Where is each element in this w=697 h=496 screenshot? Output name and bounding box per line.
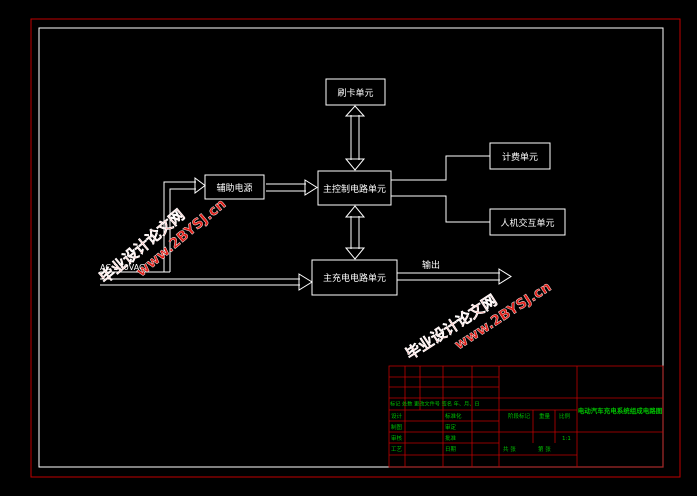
hmi-unit-label: 人机交互单元 (500, 217, 554, 229)
billing-unit-block: 计费单元 (489, 142, 551, 170)
billing-unit-label: 计费单元 (502, 151, 538, 163)
ac-input-lines (100, 177, 313, 291)
role-review: 审核 (391, 434, 403, 442)
hmi-unit-block: 人机交互单元 (489, 208, 566, 236)
scale-value: 1:1 (562, 436, 571, 442)
card-unit-label: 刷卡单元 (337, 87, 373, 99)
power-to-control-arrow (266, 179, 318, 196)
sheet-number: 第 张 (538, 445, 551, 453)
main-charge-block: 主充电电路单元 (311, 259, 398, 296)
sheet-total: 共 张 (503, 445, 516, 453)
control-to-billing-line (391, 155, 490, 181)
ac-input-label: AC 220VAC (100, 263, 145, 272)
title-block-header-row: 标记 处数 更改文件号 签名 年、月、日 (390, 400, 480, 408)
power-unit-block: 辅助电源 (204, 174, 265, 200)
role-date: 日期 (445, 446, 457, 453)
drawing-frame (38, 27, 664, 468)
output-arrow (397, 268, 512, 285)
role-approve: 批准 (445, 434, 457, 442)
outer-border (30, 18, 681, 478)
card-control-link (344, 105, 366, 171)
weight-label: 重量 (539, 412, 551, 420)
control-to-hmi-line (391, 195, 490, 223)
title-block-text: 标记 处数 更改文件号 签名 年、月、日 设计 制图 审核 工艺 标准化 审定 … (390, 400, 663, 454)
output-label: 输出 (422, 259, 440, 271)
role-approval-check: 审定 (445, 423, 457, 431)
card-unit-block: 刷卡单元 (325, 78, 386, 106)
stage-mark-label: 阶段标记 (508, 412, 531, 420)
role-design: 设计 (391, 412, 403, 420)
role-standardization: 标准化 (445, 412, 462, 420)
power-unit-label: 辅助电源 (216, 182, 252, 194)
scale-label: 比例 (559, 412, 571, 420)
role-process: 工艺 (391, 446, 403, 453)
main-control-block: 主控制电路单元 (317, 170, 392, 206)
main-control-label: 主控制电路单元 (323, 183, 386, 195)
control-charge-link (344, 205, 366, 260)
title-block (388, 365, 664, 468)
main-charge-label: 主充电电路单元 (323, 272, 386, 284)
role-drafting: 制图 (391, 423, 403, 431)
drawing-title: 电动汽车充电系统组成电路图 (578, 406, 663, 415)
